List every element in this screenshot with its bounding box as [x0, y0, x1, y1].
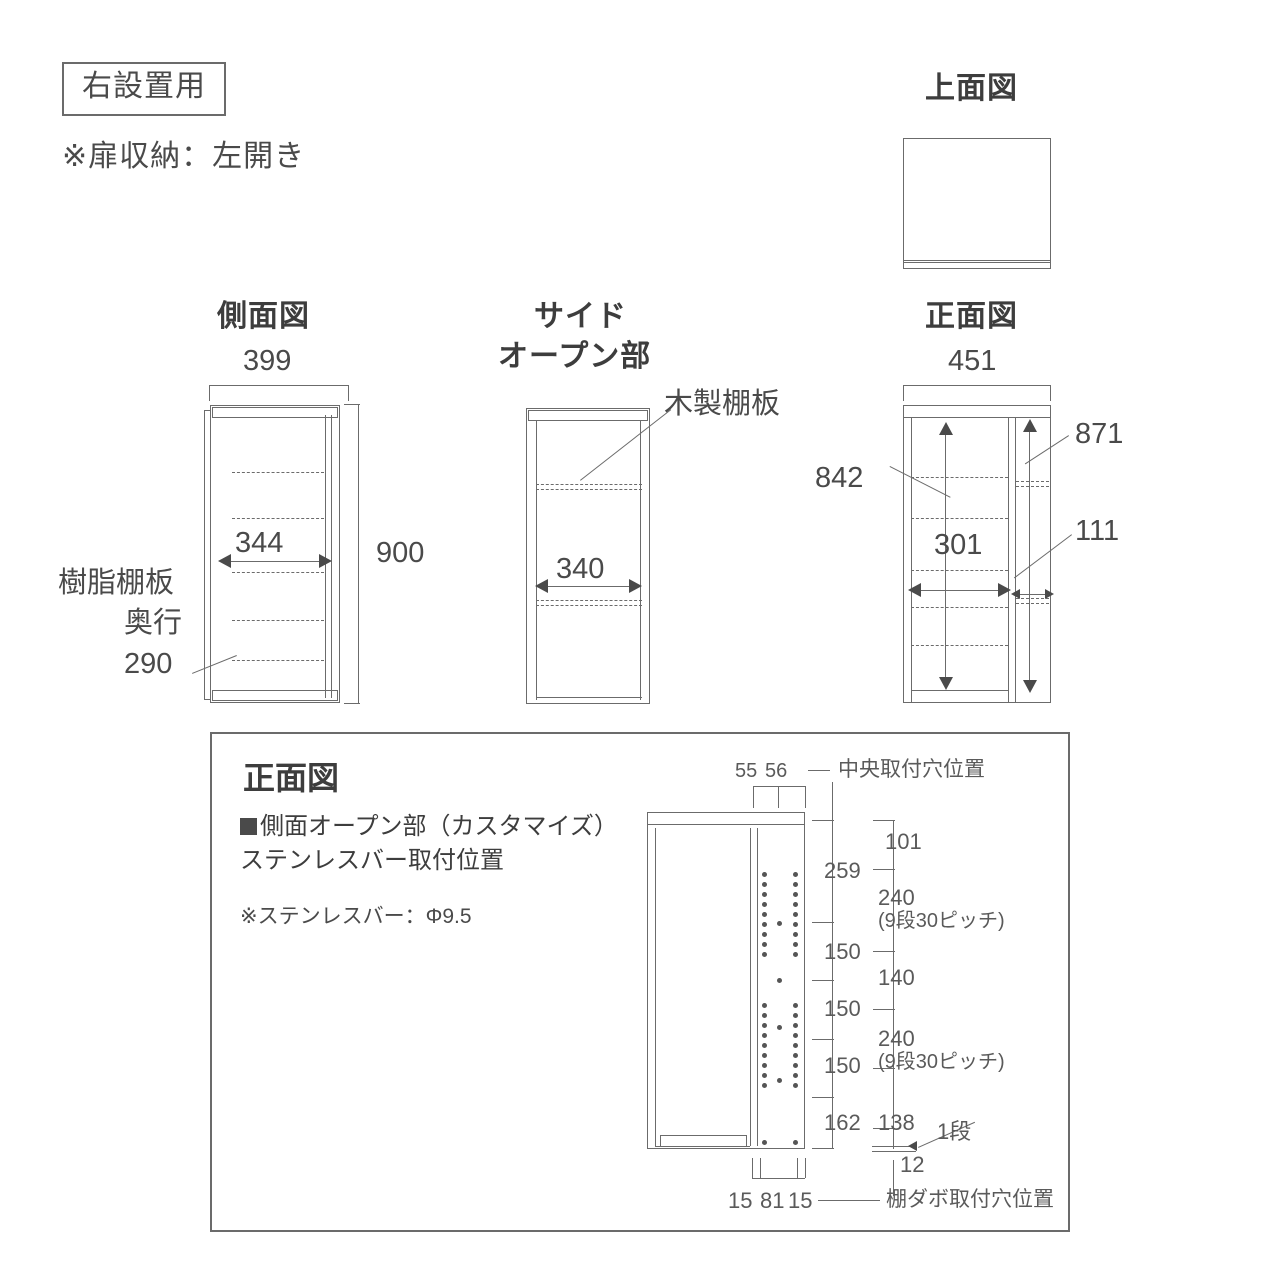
panel-line1-text: 側面オープン部（カスタマイズ） — [260, 813, 618, 840]
panel-right-dim-3-sub: (9段30ピッチ) — [878, 1051, 1005, 1073]
panel-left-dim-2: 150 — [824, 996, 861, 1021]
panel-title: 正面図 — [243, 760, 340, 796]
front-view-left-height-dim: 842 — [815, 462, 864, 494]
panel-tier-label: 1段 — [937, 1119, 972, 1144]
panel-top-dim-b: 56 — [765, 760, 788, 782]
front-view-side-width-dim: 111 — [1075, 515, 1120, 547]
panel-center-hole-leader — [832, 782, 833, 820]
panel-top-label: 中央取付穴位置 — [838, 758, 985, 781]
panel-bottom-dim-a: 15 — [728, 1188, 753, 1213]
panel-bottom-dim-c: 15 — [788, 1188, 813, 1213]
panel-line2: ステンレスバー取付位置 — [240, 847, 504, 874]
panel-top-label-leader — [808, 770, 830, 771]
door-direction-note: ※扉収納：左開き — [62, 140, 306, 173]
panel-line3: ※ステンレスバー：Φ9.5 — [240, 905, 472, 928]
panel-left-dim-3: 150 — [824, 1053, 861, 1078]
top-view-title: 上面図 — [925, 72, 1018, 105]
resin-shelf-note-line1: 樹脂棚板 — [58, 567, 175, 599]
panel-line1: 側面オープン部（カスタマイズ） — [240, 813, 618, 841]
panel-right-dim-1: 240 — [878, 885, 915, 910]
panel-left-dim-4: 162 — [824, 1110, 861, 1135]
side-view-width-dim: 399 — [243, 345, 292, 377]
front-view-inner-width-dim: 301 — [934, 529, 983, 561]
front-view-width-dim: 451 — [948, 345, 997, 377]
side-view-title: 側面図 — [217, 300, 310, 333]
side-open-inner-dim: 340 — [556, 553, 605, 585]
side-open-title-line1: サイド — [534, 300, 627, 333]
panel-bottom-dim-b: 81 — [760, 1188, 785, 1213]
panel-right-dim-2: 140 — [878, 965, 915, 990]
panel-top-dim-a: 55 — [735, 760, 758, 782]
front-view-right-height-dim: 871 — [1075, 418, 1124, 450]
panel-right-dim-4: 138 — [878, 1110, 915, 1135]
installation-side-badge: 右設置用 — [62, 62, 226, 116]
panel-right-dim-0: 101 — [885, 829, 922, 854]
side-view-inner-dim: 344 — [235, 527, 284, 559]
panel-left-dim-1: 150 — [824, 939, 861, 964]
panel-right-dim-1-sub: (9段30ピッチ) — [878, 910, 1005, 932]
wood-shelf-label: 木製棚板 — [664, 388, 781, 420]
detail-panel — [210, 732, 1070, 1232]
panel-bottom-label: 棚ダボ取付穴位置 — [886, 1188, 1054, 1211]
bullet-square-icon — [240, 818, 257, 835]
side-view-height-dim: 900 — [376, 537, 425, 569]
panel-tier-dim: 12 — [900, 1152, 925, 1177]
front-view-title: 正面図 — [925, 300, 1018, 333]
panel-left-dim-0: 259 — [824, 858, 861, 883]
panel-right-dim-3: 240 — [878, 1026, 915, 1051]
side-open-title-line2: オープン部 — [498, 340, 652, 373]
resin-shelf-note-line2: 奥行 — [124, 607, 183, 639]
resin-shelf-note-line3: 290 — [124, 648, 173, 680]
